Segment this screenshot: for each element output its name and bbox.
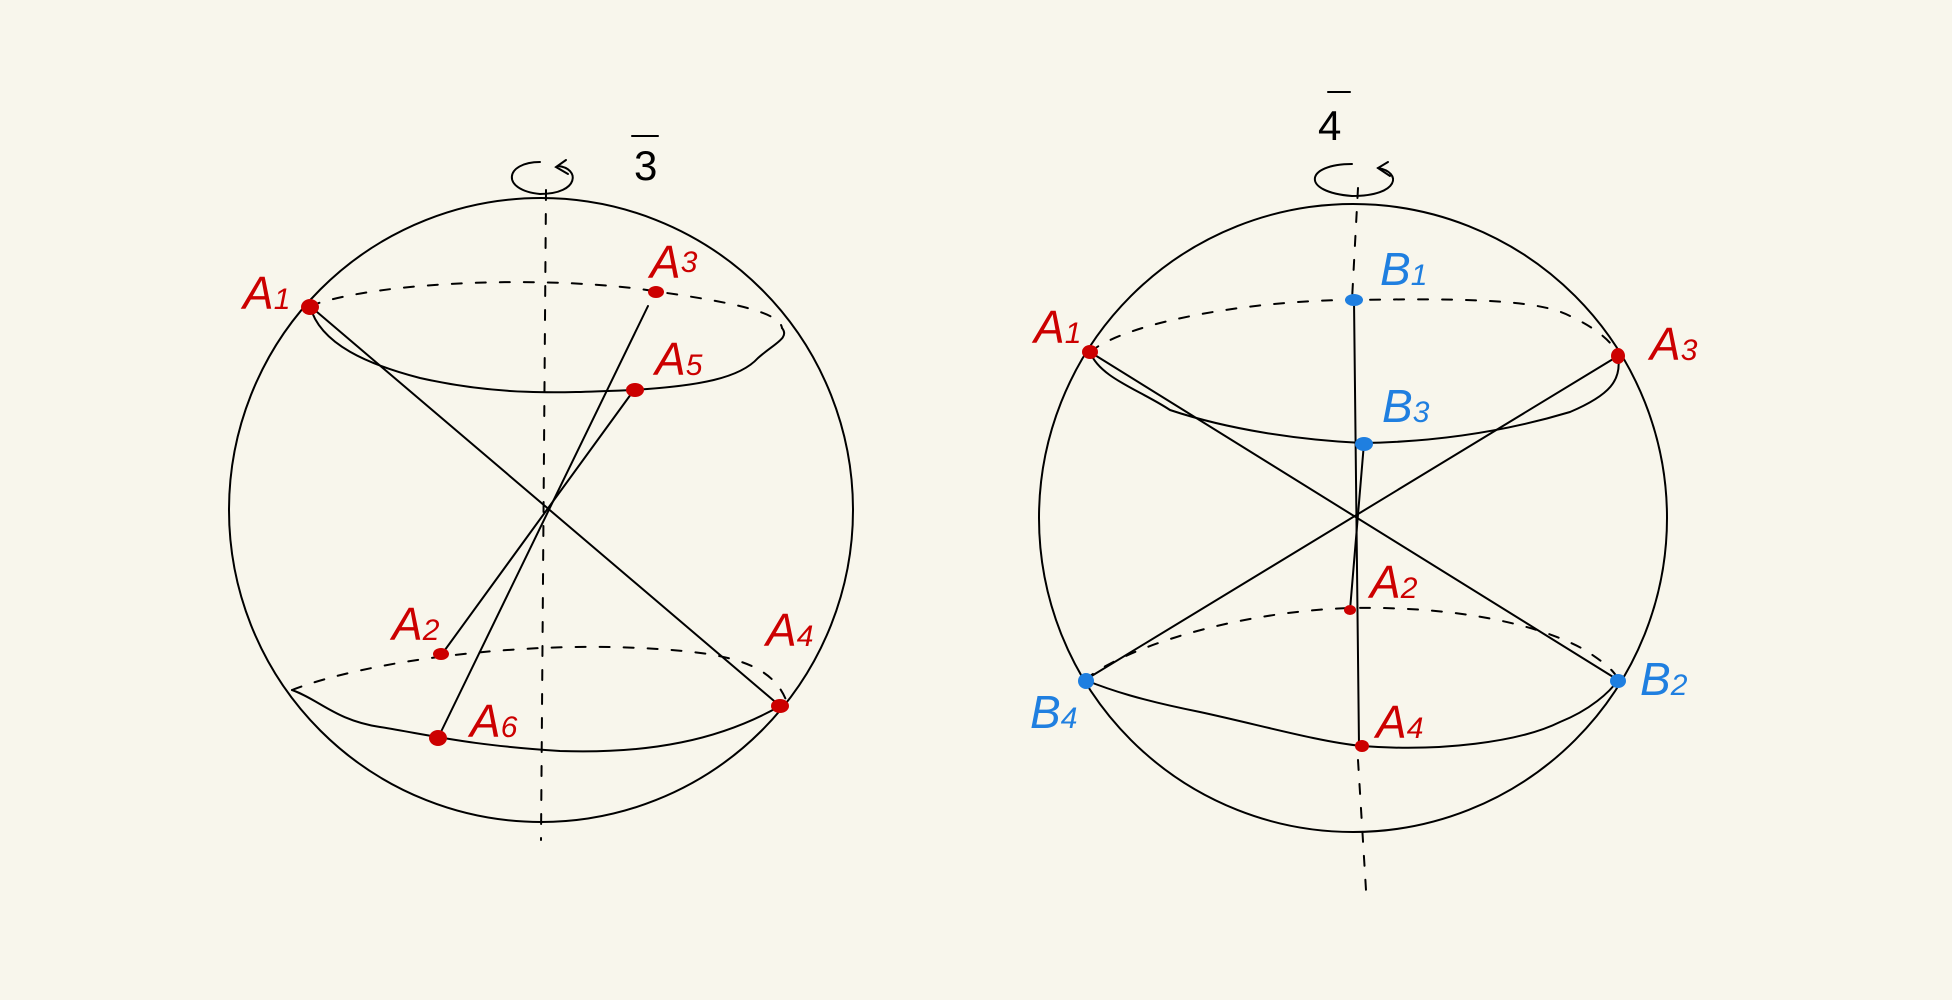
left-line-a5-a2 bbox=[441, 389, 635, 655]
left-line-a3-a6 bbox=[437, 305, 649, 739]
point-right-b2 bbox=[1610, 674, 1626, 688]
label-left-a6: A6 bbox=[467, 695, 518, 747]
point-right-a3 bbox=[1611, 348, 1625, 364]
left-rotation-arrowhead-icon bbox=[554, 159, 569, 175]
point-right-a1 bbox=[1082, 345, 1098, 359]
left-bottom-circle-front bbox=[291, 689, 781, 753]
point-left-a2 bbox=[433, 648, 449, 660]
left-diagram: 3 A1 A3 A5 A2 A6 A4 bbox=[228, 135, 854, 841]
left-line-a1-a4 bbox=[309, 305, 781, 707]
label-left-a5: A5 bbox=[652, 333, 703, 385]
right-bottom-circle-back bbox=[1084, 606, 1619, 681]
right-sphere-outline bbox=[1038, 203, 1668, 833]
point-right-b1 bbox=[1345, 294, 1363, 306]
left-rotation-arrow-icon bbox=[510, 161, 574, 196]
point-right-b4 bbox=[1078, 673, 1094, 689]
label-right-a2: A2 bbox=[1367, 556, 1418, 608]
label-right-b4: B4 bbox=[1030, 686, 1077, 738]
point-right-b3 bbox=[1355, 437, 1373, 451]
point-left-a6 bbox=[429, 730, 447, 746]
label-right-a3: A3 bbox=[1647, 318, 1698, 370]
point-left-a4 bbox=[771, 699, 789, 713]
right-bottom-circle-front bbox=[1084, 679, 1619, 749]
right-rotation-arrowhead-icon bbox=[1376, 161, 1391, 177]
label-left-a4: A4 bbox=[763, 604, 813, 656]
point-left-a3 bbox=[648, 286, 664, 298]
right-diagram: 4 A1 A3 A2 A4 B1 B3 B2 B4 bbox=[1030, 91, 1698, 891]
label-right-a1: A1 bbox=[1031, 301, 1081, 353]
right-rotation-axis-bottom bbox=[1357, 759, 1367, 891]
label-left-a2: A2 bbox=[389, 598, 440, 650]
point-left-a1 bbox=[301, 299, 319, 315]
right-rotation-arrow-icon bbox=[1313, 163, 1395, 198]
left-bottom-circle-back bbox=[291, 645, 787, 701]
left-top-circle-front bbox=[309, 305, 786, 394]
label-right-b1: B1 bbox=[1380, 243, 1427, 295]
label-left-a3: A3 bbox=[647, 236, 698, 288]
right-rotation-axis-top bbox=[1351, 187, 1359, 301]
right-line-a3-b4 bbox=[1084, 355, 1619, 681]
label-left-a1: A1 bbox=[240, 267, 290, 319]
right-top-circle-back bbox=[1089, 298, 1619, 357]
label-right-b3: B3 bbox=[1382, 380, 1430, 432]
right-axis-label: 4 bbox=[1318, 102, 1341, 149]
right-line-b3-a2 bbox=[1349, 442, 1365, 611]
left-axis-label: 3 bbox=[634, 142, 657, 189]
point-right-a2 bbox=[1344, 605, 1356, 615]
label-right-a4: A4 bbox=[1373, 696, 1423, 748]
point-left-a5 bbox=[626, 383, 644, 397]
label-right-b2: B2 bbox=[1640, 653, 1688, 705]
left-top-circle-back bbox=[309, 281, 783, 329]
point-right-a4 bbox=[1355, 740, 1369, 752]
